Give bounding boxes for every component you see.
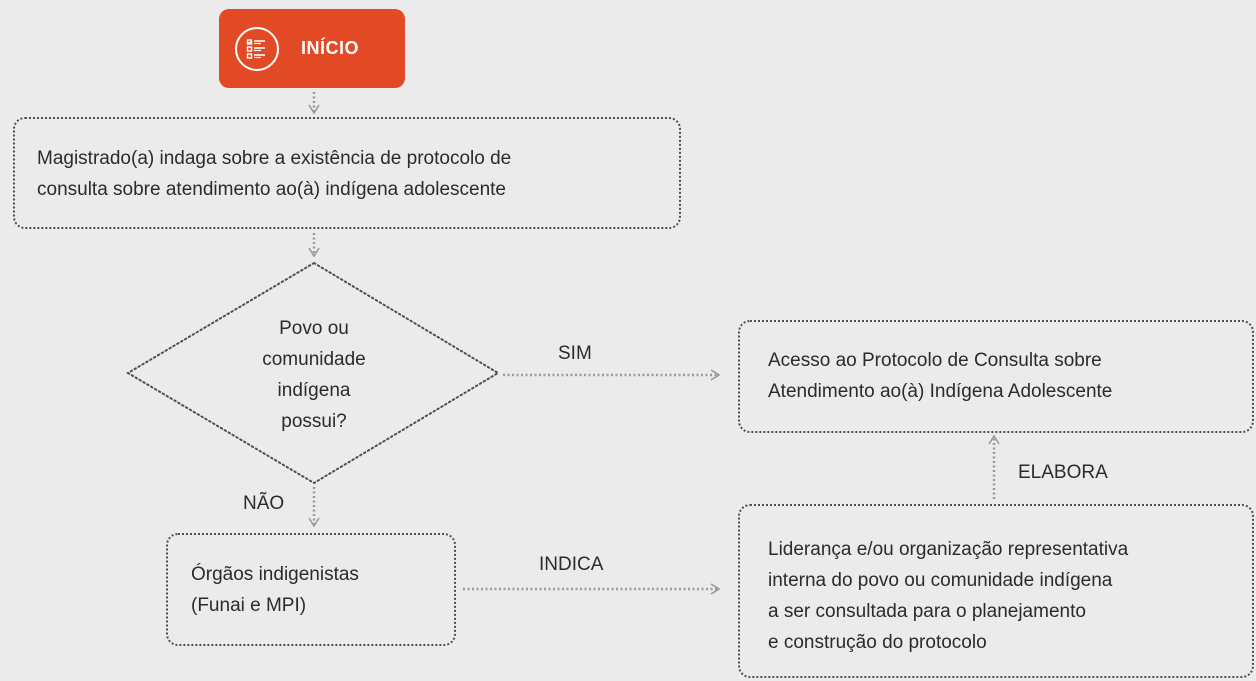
acesso-protocolo-box: Acesso ao Protocolo de Consulta sobre At… <box>738 320 1254 433</box>
magistrado-step-box: Magistrado(a) indaga sobre a existência … <box>13 117 681 229</box>
start-button[interactable]: INÍCIO <box>219 9 405 88</box>
orgaos-indigenistas-box: Órgãos indigenistas (Funai e MPI) <box>166 533 456 646</box>
orgaos-text-line: (Funai e MPI) <box>191 595 307 616</box>
lideranca-text-line: Liderança e/ou organização representativ… <box>768 539 1129 560</box>
magistrado-text-line: Magistrado(a) indaga sobre a existência … <box>37 148 512 169</box>
lideranca-text-line: a ser consultada para o planejamento <box>768 601 1086 622</box>
decision-text-line: possui? <box>281 411 347 432</box>
lideranca-text-line: e construção do protocolo <box>768 632 987 653</box>
orgaos-text-line: Órgãos indigenistas <box>191 564 359 585</box>
edge-label-nao: NÃO <box>243 493 285 514</box>
decision-text-line: comunidade <box>262 349 366 370</box>
lideranca-box: Liderança e/ou organização representativ… <box>738 504 1254 678</box>
start-label: INÍCIO <box>301 38 360 58</box>
decision-text-line: Povo ou <box>279 318 349 339</box>
acesso-text-line: Acesso ao Protocolo de Consulta sobre <box>768 350 1102 371</box>
acesso-text-line: Atendimento ao(à) Indígena Adolescente <box>768 381 1113 402</box>
lideranca-text-line: interna do povo ou comunidade indígena <box>768 570 1113 591</box>
checklist-icon <box>235 26 279 71</box>
decision-text-line: indígena <box>277 380 351 401</box>
edge-label-sim: SIM <box>558 343 592 364</box>
edge-label-indica: INDICA <box>539 554 604 575</box>
edge-label-elabora: ELABORA <box>1018 462 1108 483</box>
decision-diamond <box>126 261 500 485</box>
decision-text: Povo ou comunidade indígena possui? <box>214 313 414 437</box>
magistrado-text-line: consulta sobre atendimento ao(à) indígen… <box>37 179 506 200</box>
